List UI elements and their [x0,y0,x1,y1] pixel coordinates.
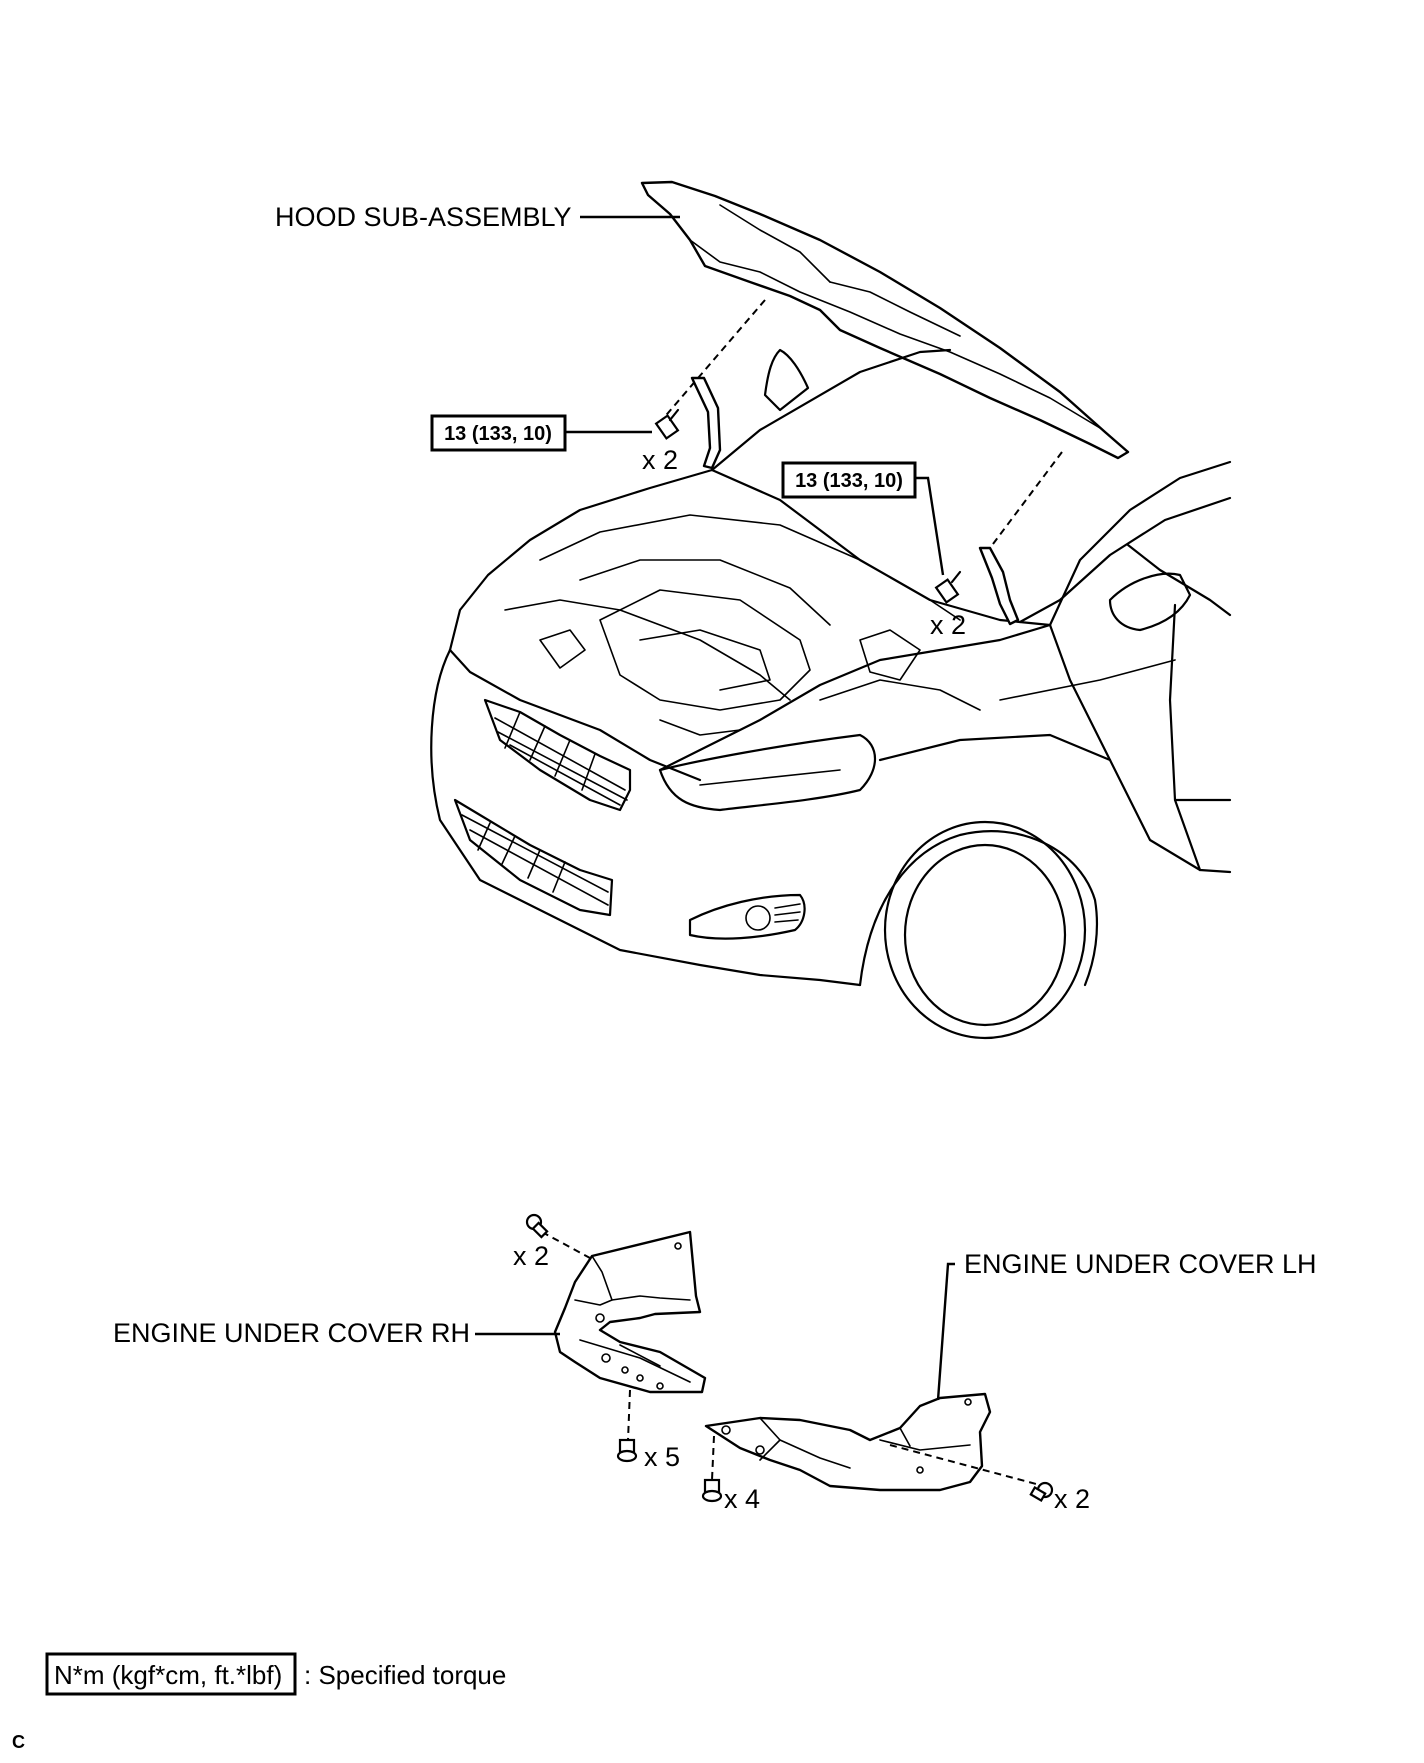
torque-legend: N*m (kgf*cm, ft.*lbf) : Specified torque [45,1652,506,1696]
engine-under-cover-rh-drawing [553,1230,707,1394]
hood-hinge-left [690,376,722,470]
under-cover-rh-label: ENGINE UNDER COVER RH [113,1318,470,1348]
torque-value-right: 13 (133, 10) [795,470,903,492]
hood-guide-left [661,299,766,421]
lh-left-qty: x 4 [724,1484,760,1514]
under-cover-lh-label: ENGINE UNDER COVER LH [964,1249,1317,1279]
engine-under-cover-lh-drawing [704,1392,992,1492]
legend-description: : Specified torque [304,1660,506,1690]
torque-leader-right [911,476,945,576]
lh-left-bolt-guide [711,1435,715,1481]
corner-mark: C [12,1732,25,1752]
torque-spec-right: 13 (133, 10) [781,461,917,499]
hood-guide-right [989,451,1063,549]
hood-hinge-right [978,546,1020,626]
hood-bolt-left-qty: x 2 [642,445,678,475]
hood-bolt-left [654,408,680,440]
hood-sub-assembly-drawing [640,180,1130,460]
torque-spec-left: 13 (133, 10) [430,414,567,452]
car-body-drawing [430,348,1232,1040]
rh-top-bolt-guide [541,1231,591,1259]
rh-top-bolt [525,1213,549,1239]
under-cover-lh-leader [936,1262,955,1401]
lh-right-qty: x 2 [1054,1484,1090,1514]
hood-bolt-right [934,570,962,604]
hood-bolt-right-qty: x 2 [930,610,966,640]
legend-unit-text: N*m (kgf*cm, ft.*lbf) [54,1660,282,1690]
legend-box [45,1652,297,1696]
torque-value-left: 13 (133, 10) [444,423,552,445]
lh-right-bolt [1029,1481,1054,1502]
torque-box-left [430,414,567,452]
rh-top-qty: x 2 [513,1241,549,1271]
rh-bottom-qty: x 5 [644,1442,680,1472]
lh-right-bolt-guide [889,1444,1041,1486]
torque-box-right [781,461,917,499]
hood-sub-assembly-label: HOOD SUB-ASSEMBLY [275,202,572,232]
rh-bottom-bolt-guide [627,1389,631,1441]
rh-bottom-bolt [616,1438,638,1463]
lh-left-bolt [701,1478,723,1503]
